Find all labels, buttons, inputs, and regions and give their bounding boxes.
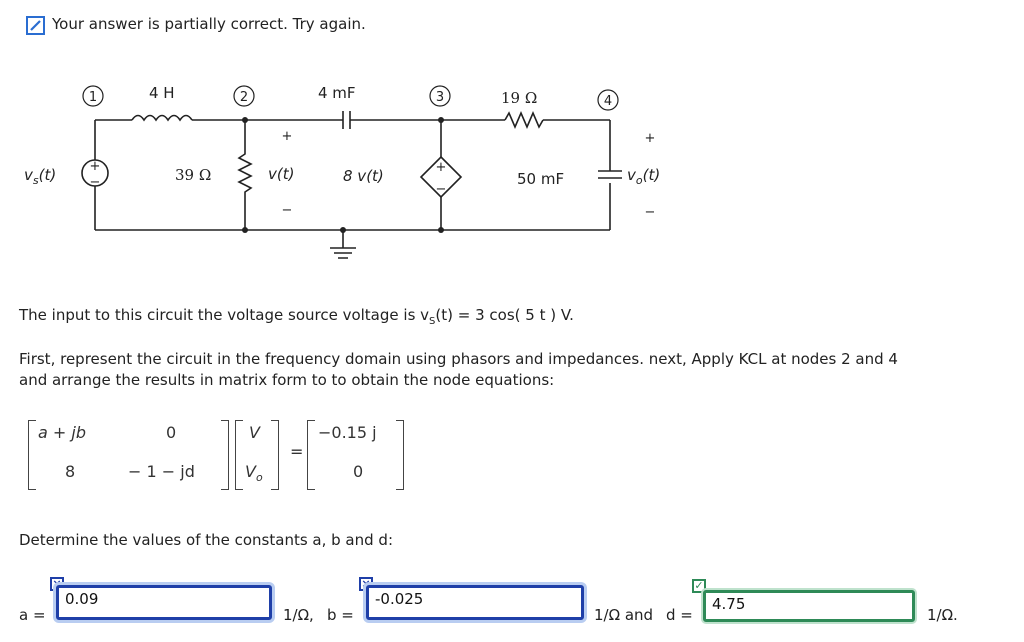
output-minus: − bbox=[645, 205, 656, 220]
status-message: Your answer is partially correct. Try ag… bbox=[52, 15, 366, 33]
dep-plus: + bbox=[436, 160, 447, 175]
matrix-a12: 0 bbox=[166, 423, 177, 442]
matrix-a11: a + jb bbox=[38, 423, 86, 442]
matrix-equals: = bbox=[290, 442, 304, 461]
a-label: a = bbox=[19, 606, 46, 624]
matrix-a21: 8 bbox=[65, 462, 76, 481]
output-plus: + bbox=[645, 131, 656, 146]
pencil-check-icon bbox=[26, 16, 45, 35]
node-1-label: 1 bbox=[89, 90, 97, 105]
node-2-marker bbox=[233, 85, 255, 107]
node2-plus: + bbox=[282, 129, 293, 144]
dep-minus: − bbox=[436, 182, 447, 197]
node-3-label: 3 bbox=[436, 90, 444, 105]
b-label: b = bbox=[327, 606, 354, 624]
problem-line-3: and arrange the results in matrix form t… bbox=[19, 371, 555, 389]
matrix-x2: Vo bbox=[245, 462, 263, 485]
a-input[interactable] bbox=[65, 590, 263, 608]
matrix-a22: − 1 − jd bbox=[128, 462, 195, 481]
d-unit: 1/Ω. bbox=[927, 606, 958, 624]
b-unit: 1/Ω and bbox=[594, 606, 654, 624]
d-input[interactable] bbox=[712, 595, 906, 613]
d-answer-box[interactable] bbox=[703, 590, 915, 622]
matrix-b-right-bracket bbox=[396, 420, 404, 490]
circuit-diagram: 1 2 3 4 4 H 4 mF 19 Ω 39 Ω 50 mF v(t) 8 … bbox=[24, 84, 660, 259]
node-3-marker bbox=[429, 85, 451, 107]
matrix-x1: V bbox=[249, 423, 260, 442]
node-2-label: 2 bbox=[240, 90, 248, 105]
matrix-x-left-bracket bbox=[235, 420, 243, 490]
resistor-parallel-label: 39 Ω bbox=[175, 166, 211, 184]
output-label: vo(t) bbox=[627, 166, 660, 187]
capacitor-series-label: 4 mF bbox=[318, 84, 356, 102]
matrix-a-left-bracket bbox=[28, 420, 36, 490]
problem-line-1: The input to this circuit the voltage so… bbox=[19, 306, 574, 327]
matrix-a-right-bracket bbox=[221, 420, 229, 490]
source-plus: + bbox=[90, 159, 101, 174]
determine-prompt: Determine the values of the constants a,… bbox=[19, 531, 393, 549]
dependent-source-label: 8 v(t) bbox=[343, 167, 384, 185]
resistor-series-label: 19 Ω bbox=[501, 89, 537, 107]
capacitor-out-label: 50 mF bbox=[517, 170, 564, 188]
source-label: vs(t) bbox=[24, 166, 56, 187]
matrix-x-right-bracket bbox=[271, 420, 279, 490]
b-input[interactable] bbox=[375, 590, 575, 608]
d-label: d = bbox=[666, 606, 693, 624]
a-answer-box[interactable] bbox=[56, 585, 272, 620]
a-unit: 1/Ω, bbox=[283, 606, 314, 624]
node-4-marker bbox=[597, 89, 619, 111]
problem-line-2: First, represent the circuit in the freq… bbox=[19, 350, 898, 368]
matrix-b-left-bracket bbox=[307, 420, 315, 490]
node2-voltage-label: v(t) bbox=[268, 165, 294, 183]
node-1-marker bbox=[82, 85, 104, 107]
b-answer-box[interactable] bbox=[366, 585, 584, 620]
inductor-label: 4 H bbox=[149, 84, 175, 102]
matrix-b1: −0.15 j bbox=[318, 423, 377, 442]
d-correct-mark-icon: ✓ bbox=[692, 579, 706, 593]
matrix-b2: 0 bbox=[353, 462, 364, 481]
source-minus: − bbox=[90, 175, 101, 190]
node-4-label: 4 bbox=[604, 94, 612, 109]
node2-minus: − bbox=[282, 203, 293, 218]
